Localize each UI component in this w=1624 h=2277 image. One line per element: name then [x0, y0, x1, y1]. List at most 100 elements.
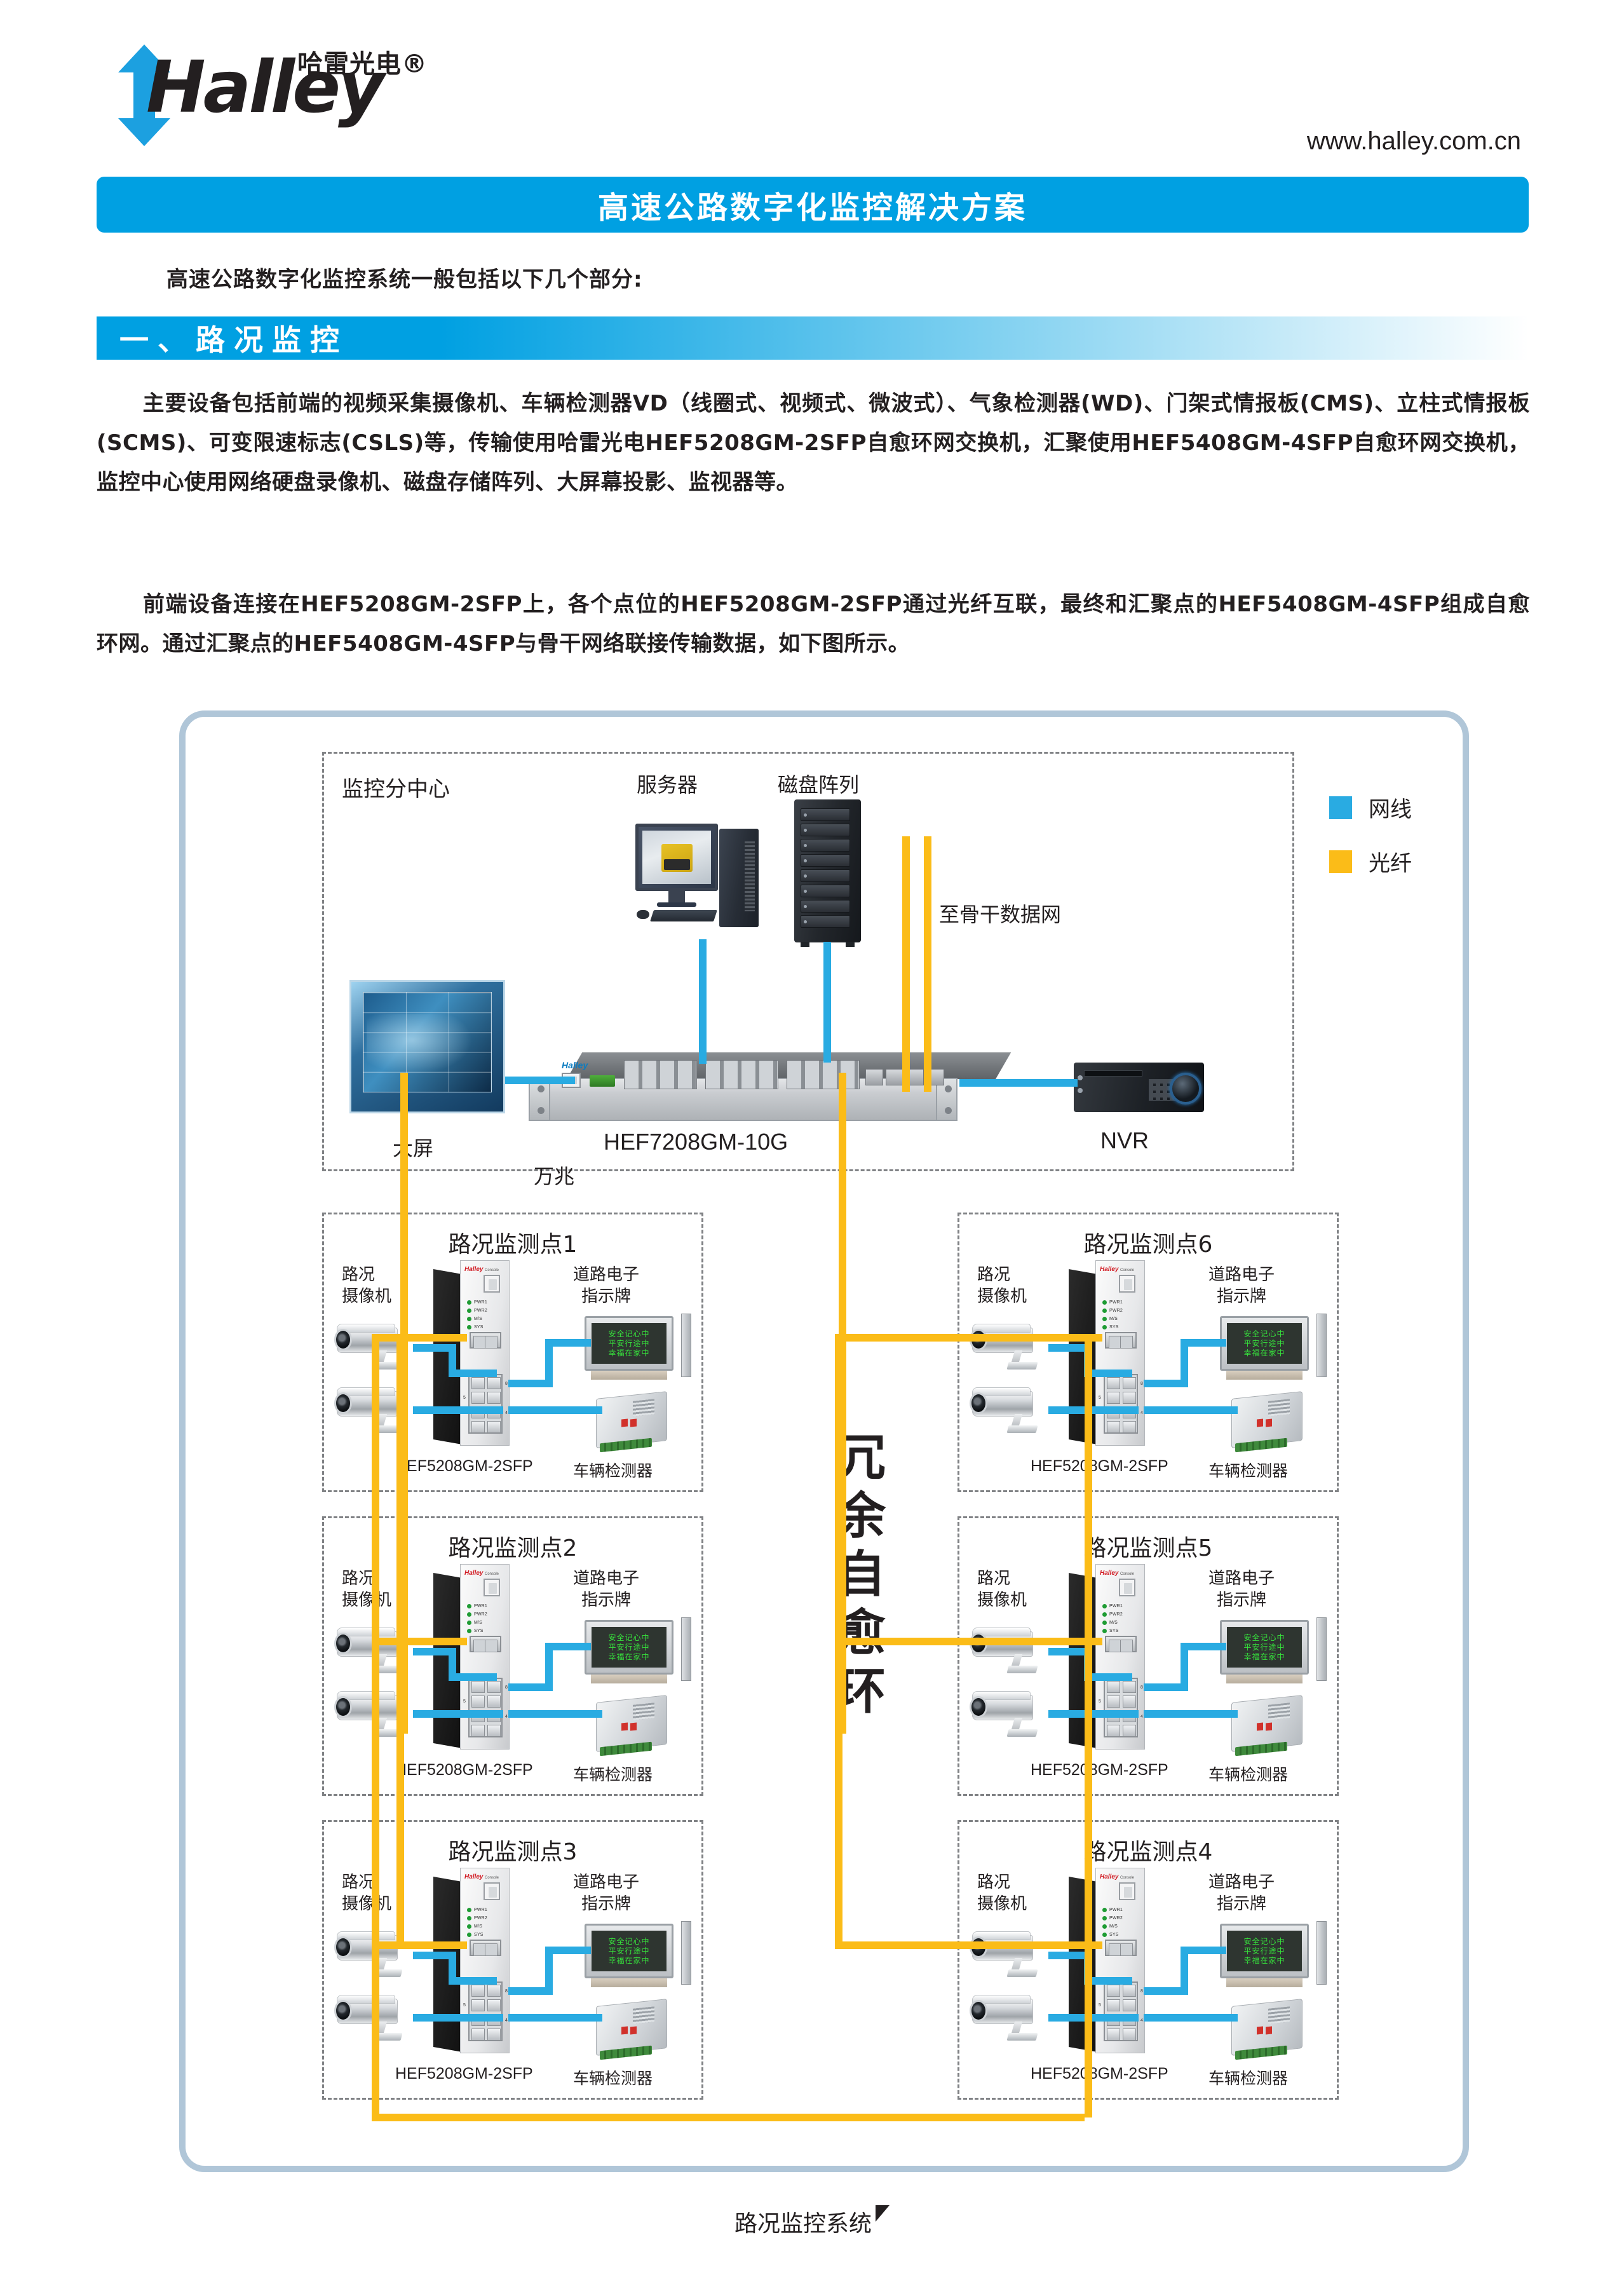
cable-camera2-to-port	[1048, 1406, 1139, 1414]
legend-swatch-fiber	[1329, 850, 1352, 873]
cable-sign-riser-a	[508, 1987, 553, 1995]
nvr-image	[1074, 1056, 1210, 1115]
cable-sign-riser-b	[545, 1947, 553, 1990]
rj45-port-block	[468, 1981, 503, 2041]
monitoring-point-title: 路况监测点2	[448, 1535, 578, 1561]
cable-camera2-to-port	[1048, 1710, 1139, 1718]
vehicle-detector-image	[593, 1390, 676, 1456]
cable-sign-riser-a	[508, 1683, 553, 1691]
switch-model-label: HEF5208GM-2SFP	[395, 2065, 533, 2083]
fiber-ring-riser	[372, 1334, 379, 1638]
monitoring-point-box: 路况监测点3 路况摄像机 道路电子指示牌 HEF5208GM-2SFP 车辆检测…	[322, 1820, 703, 2100]
company-logo: Halley 哈雷光电®	[107, 44, 437, 146]
cable-camera1-riser	[449, 1648, 456, 1676]
cable-camera2-to-port	[413, 1406, 503, 1414]
cable-wall-to-switch	[505, 1077, 575, 1084]
cable-camera1	[413, 1648, 452, 1655]
electronic-sign-label: 道路电子指示牌	[573, 1265, 640, 1306]
cable-sign-riser-a	[1144, 1683, 1188, 1691]
monitoring-subcenter-box: 监控分中心 服务器 磁盘阵列 至骨干数据网 HEF7208GM-10G NVR …	[322, 752, 1294, 1188]
cable-camera1-to-port	[449, 1370, 497, 1377]
disk-array-label: 磁盘阵列	[778, 773, 860, 797]
page-title: 高速公路数字化监控解决方案	[597, 190, 1027, 226]
fiber-ring-riser	[1085, 1638, 1092, 1941]
electronic-sign-image: 安全记心中平安行途中幸福在家中	[585, 1921, 691, 1990]
cable-sign-to-switch	[545, 1643, 591, 1650]
cable-disk-to-switch	[823, 942, 831, 1063]
fiber-ring-riser	[372, 1638, 379, 1941]
fiber-ring-riser	[372, 1941, 379, 2117]
road-camera-image	[968, 1929, 1052, 1978]
cable-camera1-to-port	[449, 1673, 497, 1681]
cable-camera1-to-port	[1084, 1977, 1132, 1985]
cable-sign-riser-b	[1181, 1643, 1188, 1686]
camera-label: 路况摄像机	[342, 1873, 392, 1913]
video-wall-image	[349, 980, 505, 1113]
road-camera-image	[968, 1385, 1052, 1434]
server-label: 服务器	[637, 773, 698, 797]
cable-camera1	[1048, 1344, 1088, 1352]
cable-sign-to-switch	[545, 1339, 591, 1347]
cable-camera1-to-port	[1084, 1370, 1132, 1377]
core-switch-model-label: HEF7208GM-10G	[604, 1129, 788, 1155]
page-header: Halley 哈雷光电® www.halley.com.cn	[0, 0, 1624, 172]
fiber-into-switch	[372, 1334, 467, 1342]
road-camera-image	[333, 1929, 417, 1978]
sfp-port	[1105, 1636, 1137, 1652]
paragraph-equipment: 主要设备包括前端的视频采集摄像机、车辆检测器VD（线圈式、视频式、微波式）、气象…	[97, 384, 1530, 502]
rj45-port-block	[1104, 1678, 1138, 1737]
core-switch-image: Halley	[529, 1052, 1012, 1121]
rj45-port-block	[1104, 1374, 1138, 1434]
monitoring-subcenter-title: 监控分中心	[342, 777, 450, 802]
camera-label: 路况摄像机	[977, 1265, 1027, 1306]
cable-sign-to-switch	[1181, 1947, 1226, 1954]
section-header-bar: 一、路况监控	[97, 316, 1529, 360]
road-camera-image	[968, 1625, 1052, 1675]
road-camera-image	[968, 1321, 1052, 1371]
fiber-into-switch	[835, 1941, 1102, 1949]
paragraph-topology: 前端设备连接在HEF5208GM-2SFP上，各个点位的HEF5208GM-2S…	[97, 585, 1530, 663]
vehicle-detector-image	[1229, 1390, 1311, 1456]
server-workstation-image	[635, 817, 769, 938]
cable-sign-riser-a	[1144, 1380, 1188, 1387]
monitoring-point-box: 路况监测点4 路况摄像机 道路电子指示牌 HEF5208GM-2SFP 车辆检测…	[957, 1820, 1339, 2100]
switch-model-label: HEF5208GM-2SFP	[1031, 2065, 1168, 2083]
fiber-into-switch	[372, 1941, 467, 1949]
fiber-into-switch	[835, 1638, 1102, 1645]
cable-camera1	[1048, 1648, 1088, 1655]
vehicle-detector-image	[593, 1997, 676, 2063]
camera-label: 路况摄像机	[342, 1569, 392, 1610]
cable-sign-riser-b	[545, 1643, 553, 1686]
cable-sign-to-switch	[1181, 1643, 1226, 1650]
vehicle-detector-label: 车辆检测器	[1208, 1765, 1289, 1784]
legend-label-fiber: 光纤	[1369, 851, 1412, 876]
camera-label: 路况摄像机	[977, 1873, 1027, 1913]
road-camera-image	[968, 1689, 1052, 1738]
vehicle-detector-label: 车辆检测器	[573, 1765, 653, 1784]
legend-item-network-cable: 网线	[1329, 792, 1412, 823]
fiber-into-switch	[372, 1638, 467, 1645]
cable-sign-riser-b	[545, 1339, 553, 1382]
cable-detector-to-switch	[1144, 1710, 1238, 1718]
camera-label: 路况摄像机	[977, 1569, 1027, 1610]
fiber-into-switch	[835, 1334, 1102, 1342]
electronic-sign-image: 安全记心中平安行途中幸福在家中	[1220, 1921, 1327, 1990]
rj45-port-block	[1104, 1981, 1138, 2041]
monitoring-point-box: 路况监测点6 路况摄像机 道路电子指示牌 HEF5208GM-2SFP 车辆检测…	[957, 1213, 1339, 1492]
monitoring-point-title: 路况监测点3	[448, 1839, 578, 1865]
monitoring-point-title: 路况监测点6	[1083, 1232, 1213, 1258]
uplink-speed-label: 万兆	[534, 1164, 575, 1188]
cable-detector-to-switch	[1144, 1406, 1238, 1414]
figure-caption: 路况监控系统	[0, 2205, 1624, 2238]
cable-sign-to-switch	[1181, 1339, 1226, 1347]
caption-marker-icon	[876, 2205, 890, 2222]
network-topology-diagram: 监控分中心 服务器 磁盘阵列 至骨干数据网 HEF7208GM-10G NVR …	[179, 710, 1469, 2172]
fiber-ring-vertical	[396, 1638, 404, 1941]
nvr-label: NVR	[1100, 1127, 1149, 1153]
disk-array-image	[794, 799, 861, 947]
cable-camera1-to-port	[449, 1977, 497, 1985]
rj45-port-block	[468, 1678, 503, 1737]
